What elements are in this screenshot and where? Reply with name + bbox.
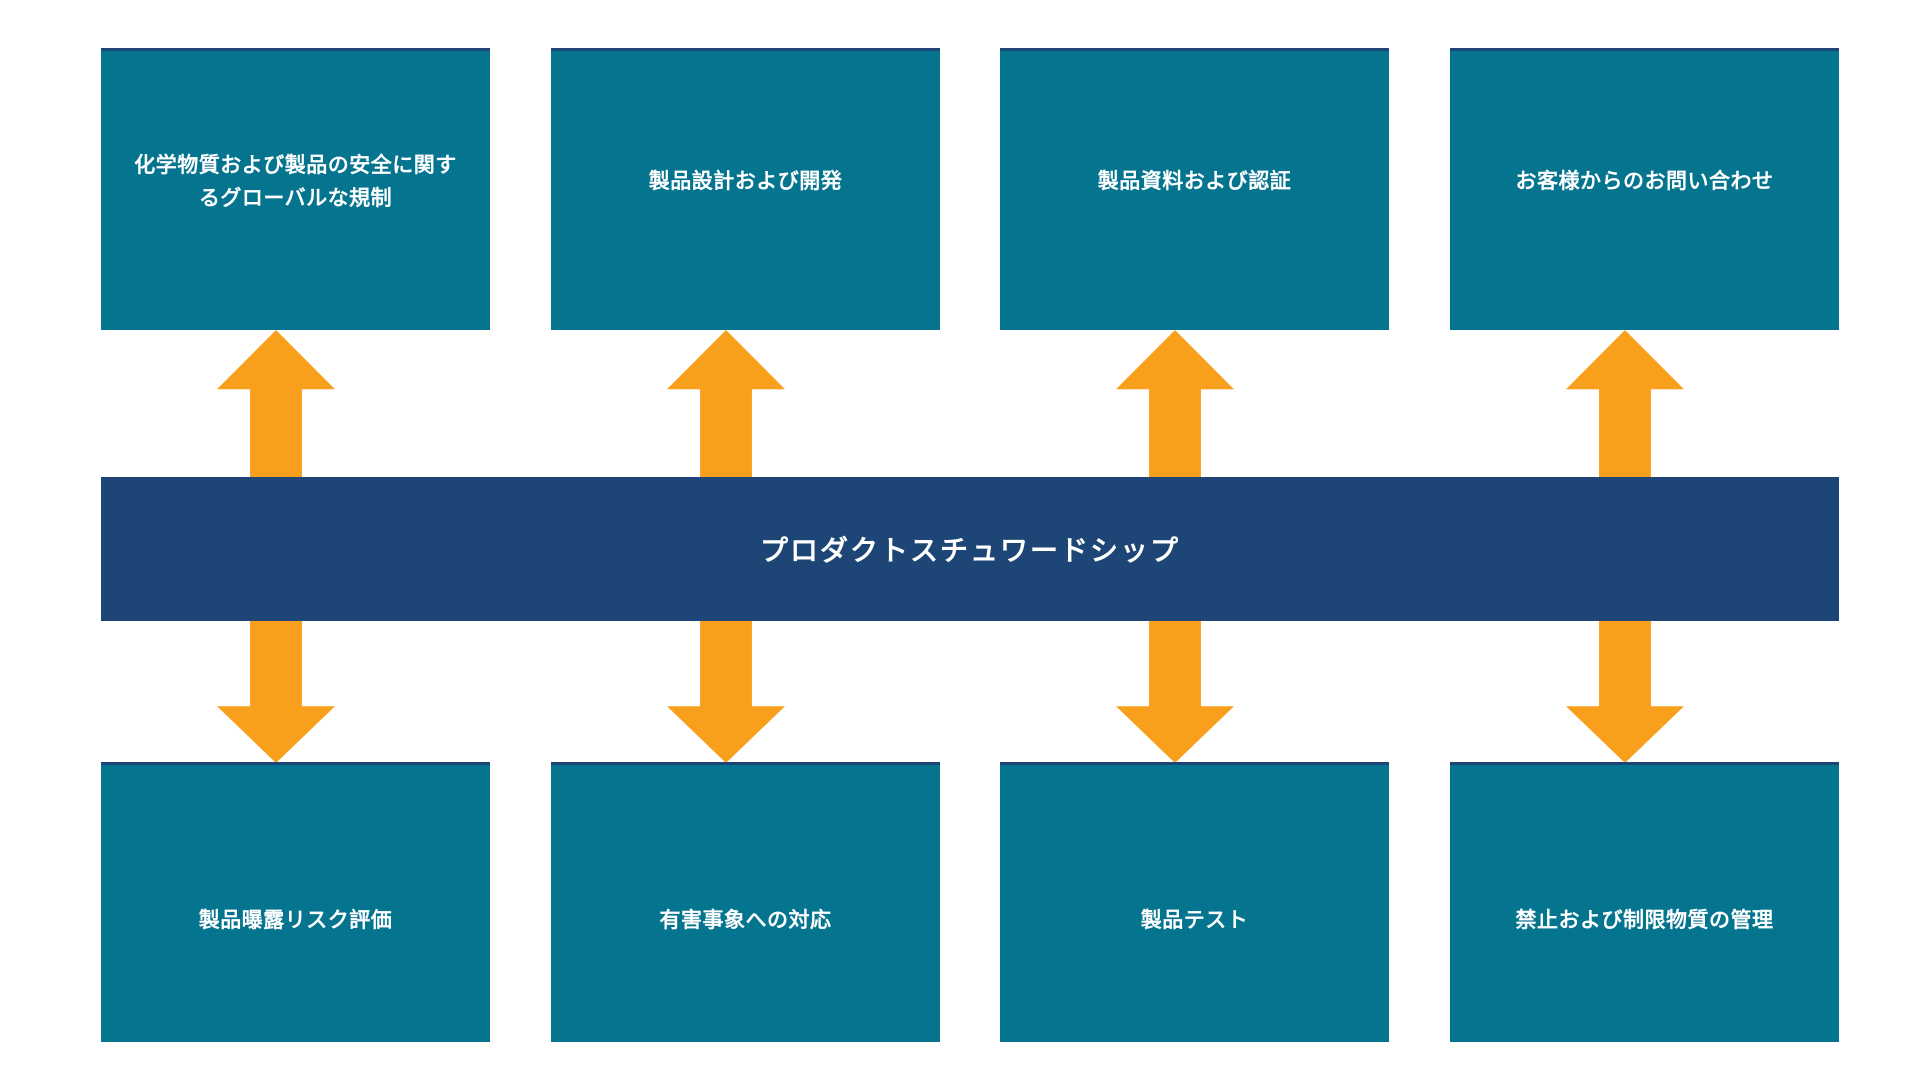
center-banner-label: プロダクトスチュワードシップ <box>759 535 1180 566</box>
node-label: 製品曝露リスク評価 <box>198 909 393 933</box>
node-label: 有害事象への対応 <box>659 909 832 933</box>
up-arrow-icon <box>1116 330 1234 478</box>
node-box-product-design-development[interactable]: 製品設計および開発 <box>551 48 940 330</box>
node-box-banned-restricted-substance-management[interactable]: 禁止および制限物質の管理 <box>1450 762 1839 1042</box>
node-label: 製品資料および認証 <box>1097 170 1292 194</box>
up-arrow-icon <box>667 330 785 478</box>
node-label: お客様からのお問い合わせ <box>1515 170 1774 194</box>
node-box-product-documentation-certification[interactable]: 製品資料および認証 <box>1000 48 1389 330</box>
center-banner-product-stewardship[interactable]: プロダクトスチュワードシップ <box>101 477 1839 621</box>
down-arrow-icon <box>667 621 785 763</box>
up-arrow-icon <box>1566 330 1684 478</box>
up-arrow-icon <box>217 330 335 478</box>
node-label: 製品設計および開発 <box>648 170 843 194</box>
node-box-product-exposure-risk-assessment[interactable]: 製品曝露リスク評価 <box>101 762 490 1042</box>
node-box-adverse-event-response[interactable]: 有害事象への対応 <box>551 762 940 1042</box>
down-arrow-icon <box>217 621 335 763</box>
node-box-customer-inquiries[interactable]: お客様からのお問い合わせ <box>1450 48 1839 330</box>
down-arrow-icon <box>1116 621 1234 763</box>
node-label: 製品テスト <box>1140 909 1249 933</box>
node-label: 禁止および制限物質の管理 <box>1515 909 1774 933</box>
node-box-global-regulations[interactable]: 化学物質および製品の安全に関するグローバルな規制 <box>101 48 490 330</box>
node-label: 化学物質および製品の安全に関するグローバルな規制 <box>134 153 457 210</box>
down-arrow-icon <box>1566 621 1684 763</box>
node-box-product-testing[interactable]: 製品テスト <box>1000 762 1389 1042</box>
